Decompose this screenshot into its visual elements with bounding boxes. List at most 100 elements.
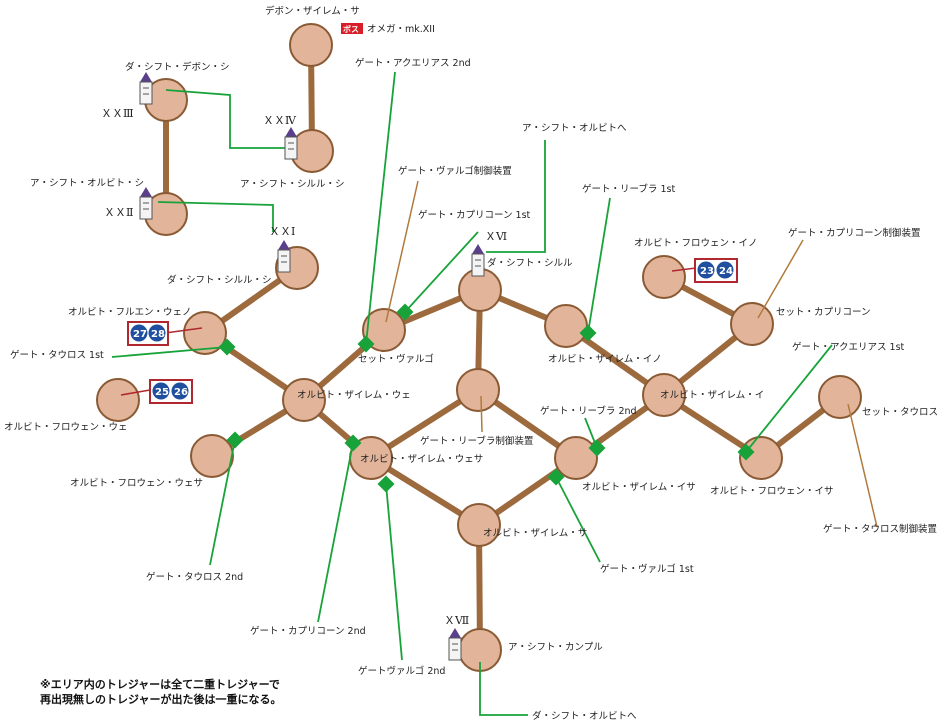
gate-label: ゲート・ヴァルゴ 1st [600,563,694,575]
room-label: セット・ヴァルゴ [358,353,434,365]
gate-marker-capricorn-1st[interactable] [396,303,414,321]
room-libra-control[interactable] [456,368,500,412]
note-line-1: ※エリア内のトレジャーは全て二重トレジャーで [40,677,280,691]
treasure-pointer [120,389,151,396]
gate-marker-virgo[interactable] [357,335,375,353]
gate-line [555,476,601,563]
statue-icon[interactable] [471,244,485,277]
room-orubito-zailem-isa[interactable] [554,436,598,480]
room-set-capricorn[interactable] [730,302,774,346]
gate-labels: ゲート・アクエリアス 2nd ゲート・ヴァルゴ制御装置 ゲート・カプリコーン 1… [10,57,937,722]
gate-line [745,344,833,453]
boss-badge-label: ボス [343,24,359,34]
gate-label: ゲート・タウロス 1st [10,349,104,361]
room-orubito-zailem-ino[interactable] [544,304,588,348]
room-set-taurus[interactable] [818,375,862,419]
gate-marker-aquarius-1st[interactable] [737,443,755,461]
numeral-24: ＸＸⅣ [263,114,297,127]
treasure-number: 26 [174,387,188,398]
gate-label: ゲート・リーブラ制御装置 [420,435,533,447]
gate-label: ゲート・カプリコーン制御装置 [788,227,921,239]
room-label: ダ・シフト・デボン・シ [125,61,230,73]
treasure-icon[interactable] [130,324,148,342]
gate-line [365,71,396,345]
room-orubito-frowen-wesa[interactable] [190,434,234,478]
treasure-number: 24 [719,266,733,277]
gate-label: ゲート・カプリコーン 2nd [250,625,366,637]
room-label: ア・シフト・カンプル [508,642,603,653]
gate-line [385,483,403,661]
gate-marker-virgo-2nd[interactable] [377,475,395,493]
statue-icon[interactable] [448,628,462,661]
statue-icon[interactable] [284,127,298,160]
room-label: オルビト・フロウェン・ウェサ [70,478,203,489]
numeral-22: ＸＸⅡ [104,206,133,219]
room-orubito-zailem-sa[interactable] [457,503,501,547]
room-label: オルビト・フロウェン・ウェ [4,422,128,433]
control-line [385,180,419,323]
boss-name: オメガ・mk.XII [367,24,435,35]
room-set-virgo[interactable] [362,308,406,352]
numeral-16: ＸⅥ [485,230,507,243]
treasure-icon[interactable] [152,382,170,400]
room-label: オルビト・ザイレム・ウェ [297,390,411,401]
gate-line [317,442,354,623]
gate-marker-taurus-1st[interactable] [218,338,236,356]
gate-marker-virgo-1st[interactable] [547,468,565,486]
gate-line [157,201,274,232]
room-orubito-furuen-weno[interactable] [183,311,227,355]
control-line [757,239,804,319]
gate-marker-taurus-2nd[interactable] [226,431,244,449]
room-orubito-frowen-we[interactable] [96,378,140,422]
gate-label: ゲート・カプリコーン 1st [418,209,531,221]
gate-marker-libra-2nd[interactable] [588,439,606,457]
boss-badge [341,23,363,34]
room-orubito-zailem-i[interactable] [642,373,686,417]
control-line [480,395,483,433]
gate-marker-capricorn-2nd[interactable] [344,434,362,452]
gate-line [587,197,611,334]
gate-markers [218,303,755,493]
treasure-number: 25 [155,387,169,398]
treasure-note: ※エリア内のトレジャーは全て二重トレジャーで 再出現無しのトレジャーが出た後は一… [40,677,281,706]
room-devon-zailem-sa[interactable] [289,23,333,67]
room-label: オルビト・フロウェン・イノ [634,238,758,249]
room-orubito-zailem-we[interactable] [282,378,326,422]
room-label: オルビト・ザイレム・イサ [582,482,696,493]
treasure-icon[interactable] [697,261,715,279]
numeral-21: ＸＸⅠ [269,225,295,238]
room-labels: デボン・ザイレム・サ ダ・シフト・デボン・シ ア・シフト・シルル・シ ア・シフト… [4,5,938,653]
note-line-2: 再出現無しのトレジャーが出た後は一重になる。 [40,692,281,706]
gate-marker-libra-1st[interactable] [579,324,597,342]
gate-label: ゲート・リーブラ 2nd [540,405,637,417]
gate-line [404,231,479,313]
gate-label: ゲート・リーブラ 1st [582,183,675,195]
gate-lines [111,71,833,716]
statue-icon[interactable] [277,240,291,273]
gate-label: ゲート・タウロス制御装置 [823,523,937,535]
room-label: ダ・シフト・シルル [487,257,573,269]
room-label: ア・シフト・オルビト・シ [30,178,144,189]
room-label: オルビト・ザイレム・ウェサ [360,454,483,465]
gate-line [486,140,546,253]
treasure-icon[interactable] [148,324,166,342]
treasure-pointer [164,327,203,334]
room-label: ダ・シフト・シルル・シ [167,274,272,286]
gate-line [209,439,236,566]
room-label: デボン・ザイレム・サ [265,5,360,17]
room-label: オルビト・ザイレム・イ [660,390,764,401]
treasure-icon[interactable] [171,382,189,400]
numeral-23: ＸＸⅢ [101,107,134,120]
treasure-icon[interactable] [716,261,734,279]
room-label: オルビト・フロウェン・イサ [710,486,834,497]
statue-icon[interactable] [139,72,153,105]
gate-label: ゲートヴァルゴ 2nd [358,665,445,677]
statue-icon[interactable] [139,187,153,220]
room-orubito-frowen-ino[interactable] [642,255,686,299]
numerals: ＸＸⅢ ＸＸⅣ ＸＸⅡ ＸＸⅠ ＸⅥ ＸⅦ [101,107,507,627]
gate-line [111,346,228,358]
room-label: セット・タウロス [862,407,938,418]
gate-label: ゲート・アクエリアス 1st [792,341,905,353]
treasure-pointer [671,267,697,272]
